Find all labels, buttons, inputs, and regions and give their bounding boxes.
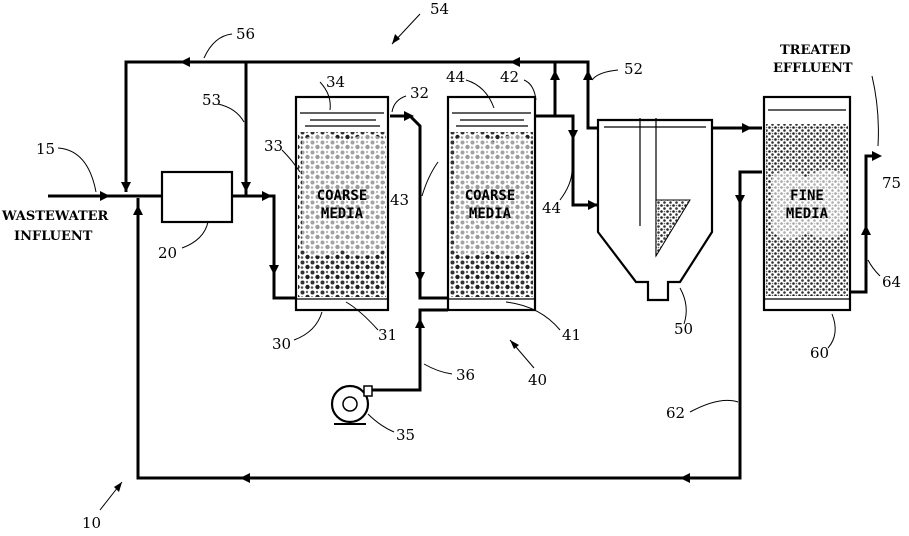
recycle-main-line [124,60,580,192]
leader-35 [367,413,395,433]
leader-62 [689,399,739,413]
leader-50 [679,287,687,325]
ref-62: 62 [666,404,685,422]
leader-30 [293,311,323,341]
effluent-caption-line1: TREATED [780,43,851,58]
ref-60: 60 [810,344,829,362]
ref-30: 30 [272,335,291,353]
return-arrow [735,195,745,205]
ref-31: 31 [378,326,397,344]
ref-34: 34 [326,73,345,91]
first-inlet-arrow [269,265,279,275]
pretreatment-outlet-line [232,194,296,300]
ref-44-side: 44 [542,199,561,217]
influent-caption-line1: WASTEWATER [1,209,109,224]
ref-64: 64 [882,273,901,291]
recycle-arrow [121,182,131,192]
leader-56 [203,33,233,59]
return-line [136,170,762,480]
leader-15 [57,147,97,193]
second-outlet-to-clarifier [555,114,598,207]
leader-44-side [559,169,573,201]
ref-52: 52 [624,60,643,78]
final-filter-media-label-1: FINE [790,188,824,204]
ref-75: 75 [882,174,901,192]
leader-32 [391,95,407,113]
leader-75 [871,75,879,147]
ref-44-top: 44 [446,68,465,86]
final-filter-vessel [762,95,852,312]
second-filter-media-label-1: COARSE [465,188,516,204]
leader-60 [827,313,836,349]
leader-43 [421,161,439,197]
recycle-arrow [510,57,520,67]
clarifier-recycle-arrow [583,70,593,80]
return-arrow [240,473,250,483]
ref-41: 41 [562,326,581,344]
effluent-arrow [872,151,882,161]
influent-caption-line2: INFLUENT [14,229,93,244]
leader-36 [423,363,453,375]
recycle-arrow [180,57,190,67]
ref-43: 43 [390,191,409,209]
leader-33 [281,149,301,173]
pretreatment-unit [160,170,234,224]
second-outlet-arrow [550,70,560,80]
pretreatment-arrow [262,191,272,201]
ref-56: 56 [236,25,255,43]
final-outlet-line [850,154,878,294]
final-outlet-arrow [861,225,871,235]
leader-20 [181,221,209,249]
ref-40: 40 [528,371,547,389]
leader-42 [523,79,537,101]
final-filter-media-label-2: MEDIA [786,206,829,222]
leader-52 [591,69,619,81]
air-arrow [415,318,425,328]
ref-10: 10 [82,514,101,532]
influent-arrow [100,191,110,201]
return-arrow [133,205,143,215]
leader-64 [867,259,881,277]
first-outlet-line [390,114,448,300]
ref-35: 35 [396,426,415,444]
ref-53: 53 [202,91,221,109]
leader-34 [319,81,331,111]
clarifier-feed-arrow [568,130,578,140]
ref-36: 36 [456,366,475,384]
effluent-caption-line2: EFFLUENT [773,61,853,76]
leader-31 [345,301,379,331]
second-filter-vessel [446,95,537,312]
final-inlet-arrow [742,123,752,133]
clarifier-vessel [596,118,714,302]
leader-44-top [465,79,495,109]
first-filter-media-label-2: MEDIA [321,206,364,222]
blower-icon [330,384,373,425]
ref-54: 54 [430,0,449,18]
clarifier-feed-arrow [588,200,598,210]
ref-42: 42 [500,68,519,86]
air-line [370,308,448,392]
transfer-arrow [415,272,425,282]
ref-50: 50 [674,320,693,338]
ref-33: 33 [264,137,283,155]
first-outlet-arrow [404,111,414,121]
leader-41 [505,301,561,331]
first-filter-media-label-1: COARSE [317,188,368,204]
clarifier-recycle-line [580,60,605,130]
second-filter-media-label-2: MEDIA [469,206,512,222]
ref-20: 20 [158,244,177,262]
branch-arrow [241,182,251,192]
leader-53 [217,103,245,123]
second-outlet-line [535,62,557,118]
ref-32: 32 [410,84,429,102]
first-filter-vessel [294,95,390,312]
ref-15: 15 [36,140,55,158]
return-arrow [680,473,690,483]
